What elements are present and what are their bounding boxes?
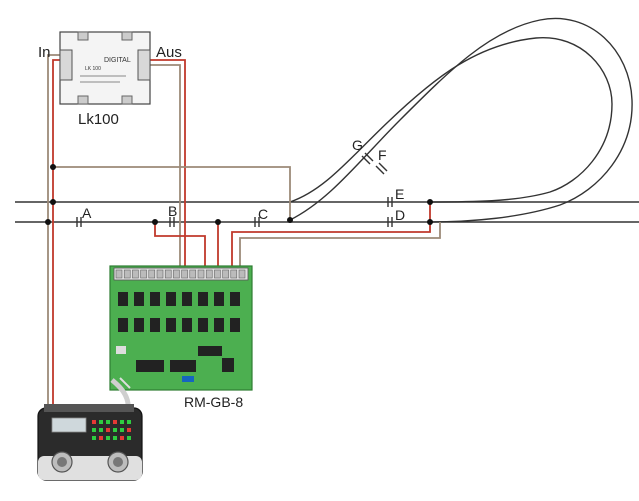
lk100-model: LK 100: [85, 66, 101, 72]
terminal-screw: [173, 269, 180, 279]
control-unit: [37, 404, 143, 481]
terminal-screw: [222, 269, 229, 279]
control-led: [106, 420, 110, 424]
terminal-screw: [214, 269, 221, 279]
board-chip: [118, 318, 128, 332]
wire-lk-out-red: [145, 59, 186, 270]
control-led: [92, 436, 96, 440]
wire-brown-feed: [53, 166, 291, 220]
board-chip: [230, 292, 240, 306]
lk100-brand: DIGITAL: [104, 57, 131, 64]
terminal-screw: [181, 269, 188, 279]
wire-section-b: [154, 222, 206, 270]
lk100-title: Lk100: [78, 111, 119, 128]
control-led: [113, 420, 117, 424]
wire-section-d: [231, 202, 431, 270]
section-label-f: F: [378, 147, 387, 163]
board-chip: [166, 318, 176, 332]
terminal-screw: [189, 269, 197, 279]
isolation-gaps: [76, 152, 393, 227]
control-led: [113, 436, 117, 440]
track-layout: [15, 17, 639, 223]
control-led: [99, 436, 103, 440]
control-led: [127, 436, 131, 440]
terminal-screw: [115, 269, 123, 279]
terminal-screw: [164, 269, 172, 279]
control-led: [106, 428, 110, 432]
section-label-c: C: [258, 206, 268, 222]
board-chip: [150, 318, 160, 332]
section-label-d: D: [395, 207, 405, 223]
lk100-out-label: Aus: [156, 44, 182, 61]
board-chip: [214, 292, 224, 306]
board-chip: [134, 292, 144, 306]
wire-section-e: [239, 222, 441, 270]
board-chip: [182, 292, 192, 306]
terminal-screw: [156, 269, 164, 279]
board-chip: [198, 318, 208, 332]
terminal-screw: [148, 269, 156, 279]
control-led: [92, 420, 96, 424]
lk100-module: DIGITAL LK 100: [59, 31, 151, 105]
wire-lk-out-brown: [145, 64, 181, 270]
section-label-g: G: [352, 137, 363, 153]
wires: [47, 54, 441, 405]
section-label-a: A: [82, 205, 92, 221]
terminal-screw: [132, 269, 139, 279]
rm-gb-8-board: [109, 265, 253, 391]
control-led: [99, 420, 103, 424]
section-label-e: E: [395, 186, 404, 202]
control-led: [127, 420, 131, 424]
wire-controller-brown: [47, 54, 62, 405]
terminal-screw: [205, 269, 213, 279]
control-led: [106, 436, 110, 440]
terminal-screw: [123, 269, 131, 279]
control-led: [92, 428, 96, 432]
board-chip: [198, 292, 208, 306]
terminal-screw: [140, 269, 147, 279]
control-led: [113, 428, 117, 432]
lk100-in-label: In: [38, 44, 51, 61]
loop-rail-inner: [289, 37, 613, 203]
board-chip: [214, 318, 224, 332]
board-chip: [182, 318, 192, 332]
control-led: [127, 428, 131, 432]
board-chip: [118, 292, 128, 306]
board-chip: [230, 318, 240, 332]
board-chip: [166, 292, 176, 306]
terminal-screw: [230, 269, 238, 279]
control-led: [120, 436, 124, 440]
rm-gb-8-label: RM-GB-8: [184, 394, 243, 410]
wire-controller-red: [52, 59, 62, 405]
junctions: [45, 164, 433, 225]
board-chip: [150, 292, 160, 306]
control-led: [120, 428, 124, 432]
terminal-screw: [197, 269, 205, 279]
board-chip: [134, 318, 144, 332]
control-led: [120, 420, 124, 424]
loop-rail-outer: [289, 17, 633, 223]
control-led: [99, 428, 103, 432]
section-label-b: B: [168, 203, 177, 219]
terminal-screw: [238, 269, 246, 279]
